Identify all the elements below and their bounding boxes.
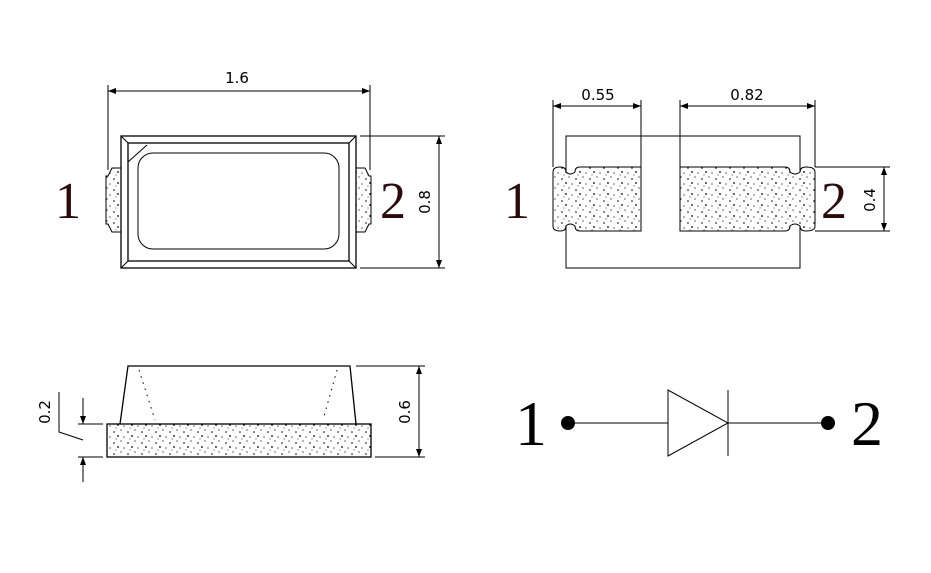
base-height-dimension: 0.2: [36, 400, 54, 424]
footprint-pad-2: [679, 166, 816, 232]
package-body: [120, 135, 357, 269]
schematic-pin2-label: 2: [851, 388, 883, 459]
width-dimension: 1.6: [225, 69, 249, 87]
pad1-dimension: 0.55: [581, 86, 614, 104]
schematic-pin1-label: 1: [515, 388, 547, 459]
footprint-pin2-label: 2: [821, 173, 847, 230]
total-height-dimension: 0.6: [396, 400, 414, 424]
footprint-pin1-label: 1: [504, 173, 530, 230]
footprint-pad-1: [552, 166, 642, 232]
pin1-label: 1: [55, 173, 81, 230]
pin2-label: 2: [380, 173, 406, 230]
side-view: 0.6 0.2: [36, 365, 425, 482]
lens-window: [137, 152, 340, 250]
pad-left: [105, 167, 122, 233]
pad-height-dimension: 0.4: [861, 188, 879, 212]
base-substrate: [106, 423, 372, 458]
diode-schematic: 1 2: [515, 388, 883, 459]
footprint-view: 0.55 0.82 0.4 1 2: [504, 86, 890, 269]
diode-triangle-icon: [667, 389, 730, 457]
lens-dome: [119, 365, 357, 425]
pad2-dimension: 0.82: [730, 86, 763, 104]
pad-right: [355, 167, 372, 233]
height-dimension: 0.8: [416, 190, 434, 214]
top-view: 1.6 0.8 1 2: [55, 69, 445, 269]
